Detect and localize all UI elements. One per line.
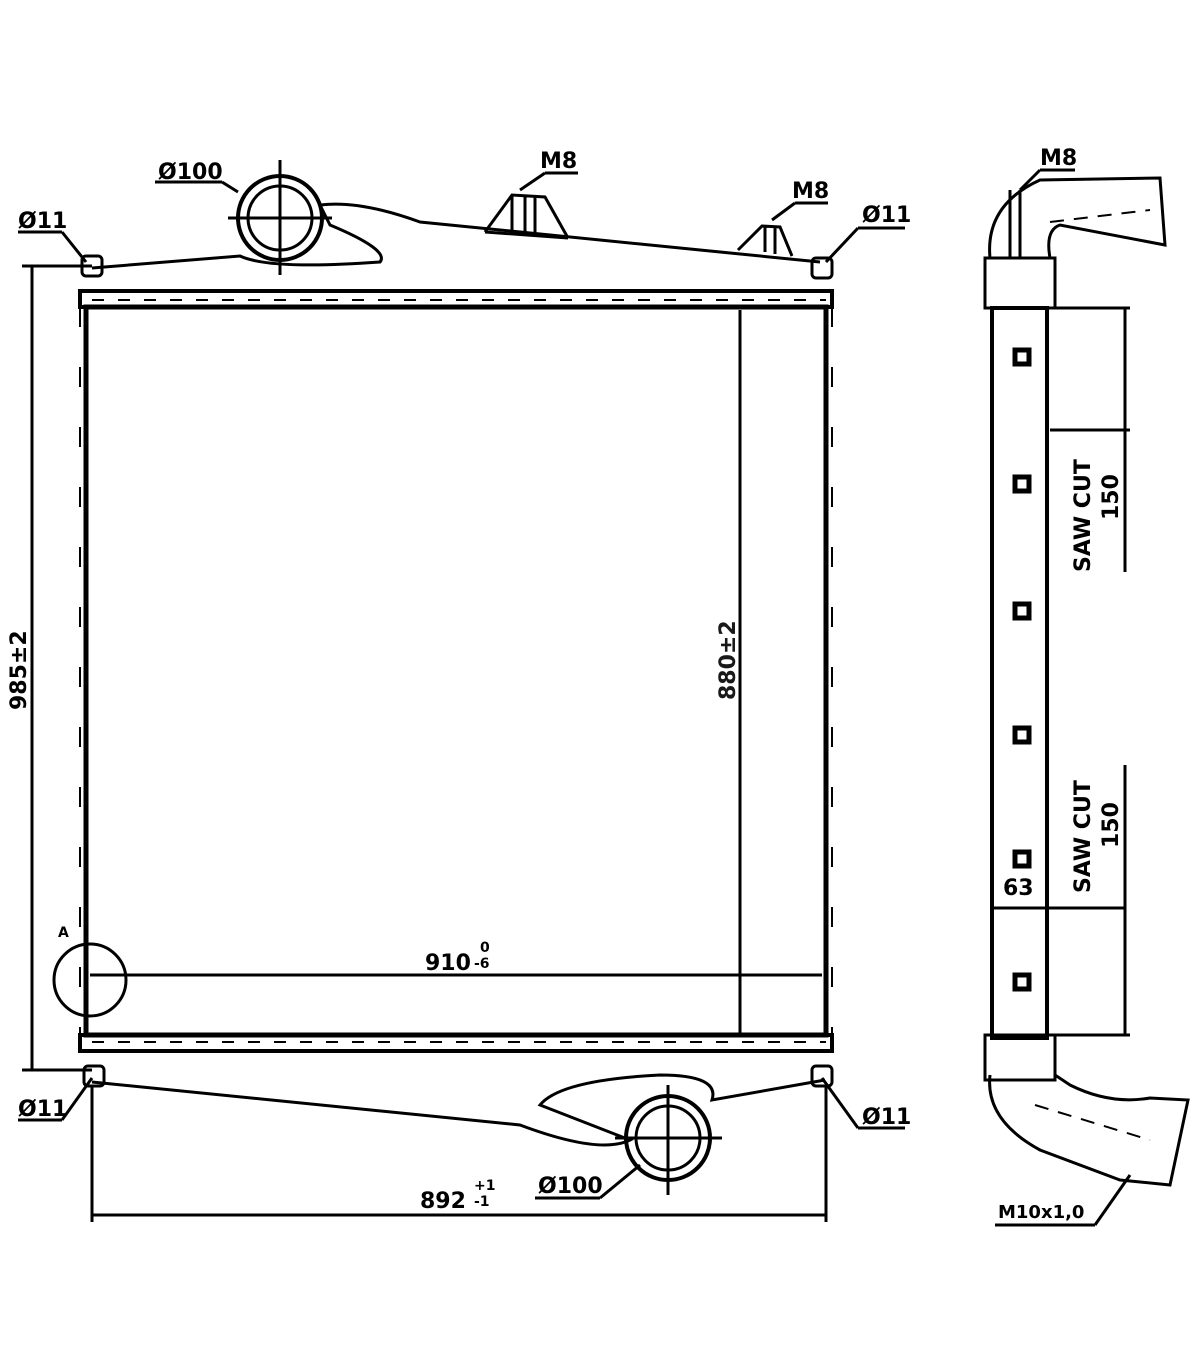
side-outlet-pipe	[988, 1073, 1190, 1187]
core	[83, 304, 829, 1038]
mount-width-tol-lower: -1	[474, 1194, 490, 1210]
hole-label-top-left: Ø11	[18, 209, 67, 234]
bottom-tank-outline	[91, 1073, 826, 1147]
mount-hole-bottom-right	[810, 1064, 834, 1088]
saw-cut-label-2: SAW CUT	[1071, 780, 1096, 893]
side-bottom-collar	[983, 1033, 1057, 1082]
bottom-header-bar	[78, 1033, 834, 1053]
depth-label: 63	[1003, 876, 1034, 901]
core-width-tol-upper: 0	[480, 940, 490, 956]
detail-a-circle	[52, 942, 128, 1018]
mount-width-tol-upper: +1	[474, 1178, 495, 1194]
mount-width-label: 892	[420, 1189, 466, 1214]
outlet-diameter-label: Ø100	[538, 1174, 603, 1199]
dimension-lines	[18, 171, 905, 1222]
side-top-collar	[983, 256, 1057, 310]
hole-label-top-right: Ø11	[862, 203, 911, 228]
saw-cut-value-1: 150	[1099, 474, 1124, 520]
drain-thread-label: M10x1,0	[998, 1202, 1084, 1223]
core-width-tol-lower: -6	[474, 956, 490, 972]
m8-label-1: M8	[540, 149, 577, 174]
m8-bracket-2	[736, 224, 794, 257]
side-core	[990, 306, 1049, 1040]
mount-hole-top-right	[810, 256, 834, 280]
core-width-label: 910	[425, 951, 471, 976]
side-m8-label: M8	[1040, 146, 1077, 171]
core-height-label: 880±2	[716, 620, 741, 700]
overall-height-label: 985±2	[7, 630, 32, 710]
inlet-diameter-label: Ø100	[158, 160, 223, 185]
side-inlet-pipe	[988, 176, 1167, 260]
hole-label-bottom-right: Ø11	[862, 1105, 911, 1130]
side-dimension-lines	[990, 168, 1132, 1227]
saw-cut-value-2: 150	[1099, 802, 1124, 848]
front-view: A Ø100 M8 M8 Ø11 Ø11 Ø11 Ø11 Ø100 98	[7, 149, 911, 1222]
top-tank-outline	[91, 202, 821, 270]
hole-label-bottom-left: Ø11	[18, 1097, 67, 1122]
mount-hole-bottom-left	[82, 1064, 106, 1088]
m8-label-2: M8	[792, 179, 829, 204]
detail-label: A	[58, 925, 69, 941]
side-view: M8 SAW CUT 150 SAW CUT 150 63 M10x1,0	[983, 146, 1190, 1227]
side-fin-marks	[1012, 347, 1032, 992]
m8-bracket-1	[483, 193, 570, 239]
saw-cut-label-1: SAW CUT	[1071, 459, 1096, 572]
